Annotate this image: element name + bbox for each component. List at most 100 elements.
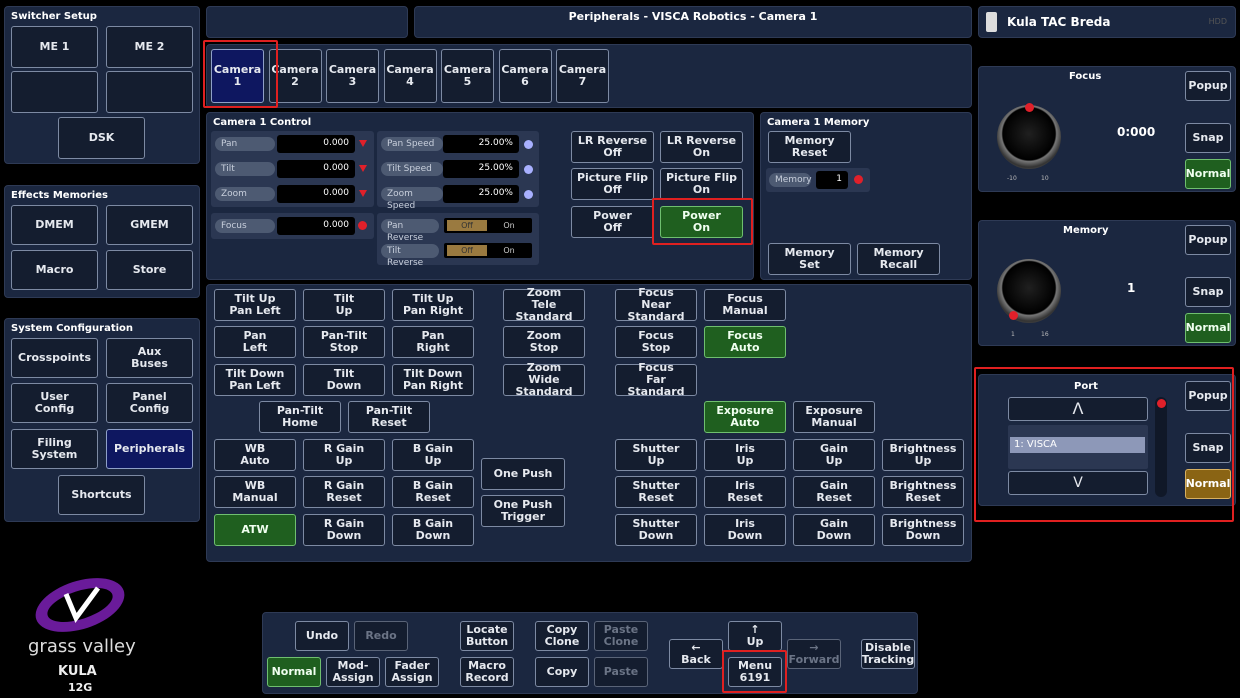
picture-flip-off-button[interactable]: Picture Flip Off <box>571 168 654 200</box>
redo-button[interactable]: Redo <box>354 621 408 651</box>
tilt-arrow-icon[interactable] <box>359 165 367 172</box>
one-push-trigger-button[interactable]: One Push Trigger <box>481 495 565 527</box>
pan-right-button[interactable]: Pan Right <box>392 326 474 358</box>
tab-camera-4[interactable]: Camera 4 <box>383 49 437 103</box>
blank-button[interactable] <box>11 71 98 113</box>
undo-button[interactable]: Undo <box>295 621 349 651</box>
b-gain-down-button[interactable]: B Gain Down <box>392 514 474 546</box>
iris-reset-button[interactable]: Iris Reset <box>704 476 786 508</box>
toggle-off[interactable]: Off <box>447 245 487 256</box>
disable-tracking-button[interactable]: Disable Tracking <box>861 639 915 669</box>
port-up-button[interactable]: Λ <box>1008 397 1148 421</box>
port-normal-button[interactable]: Normal <box>1185 469 1231 499</box>
tab-camera-1[interactable]: Camera 1 <box>211 49 264 103</box>
iris-down-button[interactable]: Iris Down <box>704 514 786 546</box>
wb-auto-button[interactable]: WB Auto <box>214 439 296 471</box>
scrollbar-thumb-icon[interactable] <box>1157 399 1166 408</box>
tab-camera-3[interactable]: Camera 3 <box>326 49 379 103</box>
memory-recall-button[interactable]: Memory Recall <box>857 243 940 275</box>
macro-button[interactable]: Macro <box>11 250 98 290</box>
port-down-button[interactable]: V <box>1008 471 1148 495</box>
port-scrollbar[interactable] <box>1155 397 1167 497</box>
copy-button[interactable]: Copy <box>535 657 589 687</box>
tab-camera-5[interactable]: Camera 5 <box>441 49 494 103</box>
b-gain-reset-button[interactable]: B Gain Reset <box>392 476 474 508</box>
store-button[interactable]: Store <box>106 250 193 290</box>
focus-auto-button[interactable]: Focus Auto <box>704 326 786 358</box>
focus-normal-button[interactable]: Normal <box>1185 159 1231 189</box>
zoom-speed-value[interactable]: 25.00% <box>443 185 519 203</box>
macro-record-button[interactable]: Macro Record <box>460 657 514 687</box>
zoom-arrow-icon[interactable] <box>359 190 367 197</box>
gmem-button[interactable]: GMEM <box>106 205 193 245</box>
pan-value[interactable]: 0.000 <box>277 135 355 153</box>
tab-camera-2[interactable]: Camera 2 <box>268 49 322 103</box>
focus-far-button[interactable]: Focus Far Standard <box>615 362 697 398</box>
gain-up-button[interactable]: Gain Up <box>793 439 875 471</box>
power-off-button[interactable]: Power Off <box>571 206 654 238</box>
back-button[interactable]: ← Back <box>669 639 723 669</box>
focus-knob-icon[interactable] <box>997 105 1061 169</box>
pan-speed-value[interactable]: 25.00% <box>443 135 519 153</box>
memory-normal-button[interactable]: Normal <box>1185 313 1231 343</box>
aux-buses-button[interactable]: Aux Buses <box>106 338 193 378</box>
pan-tilt-home-button[interactable]: Pan-Tilt Home <box>259 401 341 433</box>
memory-set-button[interactable]: Memory Set <box>768 243 851 275</box>
tilt-reverse-toggle[interactable]: Off On <box>444 243 532 258</box>
shortcuts-button[interactable]: Shortcuts <box>58 475 145 515</box>
wb-manual-button[interactable]: WB Manual <box>214 476 296 508</box>
memory-snap-button[interactable]: Snap <box>1185 277 1231 307</box>
normal-button[interactable]: Normal <box>267 657 321 687</box>
tab-camera-6[interactable]: Camera 6 <box>498 49 552 103</box>
user-config-button[interactable]: User Config <box>11 383 98 423</box>
up-button[interactable]: ↑ Up <box>728 621 782 651</box>
iris-up-button[interactable]: Iris Up <box>704 439 786 471</box>
mod-assign-button[interactable]: Mod- Assign <box>326 657 380 687</box>
tilt-up-pan-left-button[interactable]: Tilt Up Pan Left <box>214 289 296 321</box>
tab-camera-7[interactable]: Camera 7 <box>556 49 609 103</box>
tilt-up-pan-right-button[interactable]: Tilt Up Pan Right <box>392 289 474 321</box>
gain-reset-button[interactable]: Gain Reset <box>793 476 875 508</box>
b-gain-up-button[interactable]: B Gain Up <box>392 439 474 471</box>
lr-reverse-off-button[interactable]: LR Reverse Off <box>571 131 654 163</box>
power-on-button[interactable]: Power On <box>660 206 743 238</box>
focus-popup-button[interactable]: Popup <box>1185 71 1231 101</box>
paste-clone-button[interactable]: Paste Clone <box>594 621 648 651</box>
brightness-reset-button[interactable]: Brightness Reset <box>882 476 964 508</box>
pan-tilt-stop-button[interactable]: Pan-Tilt Stop <box>303 326 385 358</box>
toggle-on[interactable]: On <box>503 221 515 230</box>
port-snap-button[interactable]: Snap <box>1185 433 1231 463</box>
shutter-down-button[interactable]: Shutter Down <box>615 514 697 546</box>
lr-reverse-on-button[interactable]: LR Reverse On <box>660 131 743 163</box>
tilt-up-button[interactable]: Tilt Up <box>303 289 385 321</box>
gain-down-button[interactable]: Gain Down <box>793 514 875 546</box>
peripherals-button[interactable]: Peripherals <box>106 429 193 469</box>
dsk-button[interactable]: DSK <box>58 117 145 159</box>
toggle-on[interactable]: On <box>503 246 515 255</box>
focus-snap-button[interactable]: Snap <box>1185 123 1231 153</box>
brightness-down-button[interactable]: Brightness Down <box>882 514 964 546</box>
brightness-up-button[interactable]: Brightness Up <box>882 439 964 471</box>
memory-popup-button[interactable]: Popup <box>1185 225 1231 255</box>
one-push-button[interactable]: One Push <box>481 458 565 490</box>
menu-button[interactable]: Menu 6191 <box>728 657 782 687</box>
me2-button[interactable]: ME 2 <box>106 26 193 68</box>
zoom-stop-button[interactable]: Zoom Stop <box>503 326 585 358</box>
dmem-button[interactable]: DMEM <box>11 205 98 245</box>
r-gain-down-button[interactable]: R Gain Down <box>303 514 385 546</box>
atw-button[interactable]: ATW <box>214 514 296 546</box>
shutter-up-button[interactable]: Shutter Up <box>615 439 697 471</box>
picture-flip-on-button[interactable]: Picture Flip On <box>660 168 743 200</box>
blank-button[interactable] <box>106 71 193 113</box>
copy-clone-button[interactable]: Copy Clone <box>535 621 589 651</box>
tilt-down-pan-left-button[interactable]: Tilt Down Pan Left <box>214 364 296 396</box>
focus-value[interactable]: 0.000 <box>277 217 355 235</box>
focus-near-button[interactable]: Focus Near Standard <box>615 287 697 323</box>
focus-stop-button[interactable]: Focus Stop <box>615 326 697 358</box>
r-gain-up-button[interactable]: R Gain Up <box>303 439 385 471</box>
memory-knob-icon[interactable] <box>997 259 1061 323</box>
forward-button[interactable]: → Forward <box>787 639 841 669</box>
memory-value[interactable]: 1 <box>816 171 848 189</box>
zoom-value[interactable]: 0.000 <box>277 185 355 203</box>
